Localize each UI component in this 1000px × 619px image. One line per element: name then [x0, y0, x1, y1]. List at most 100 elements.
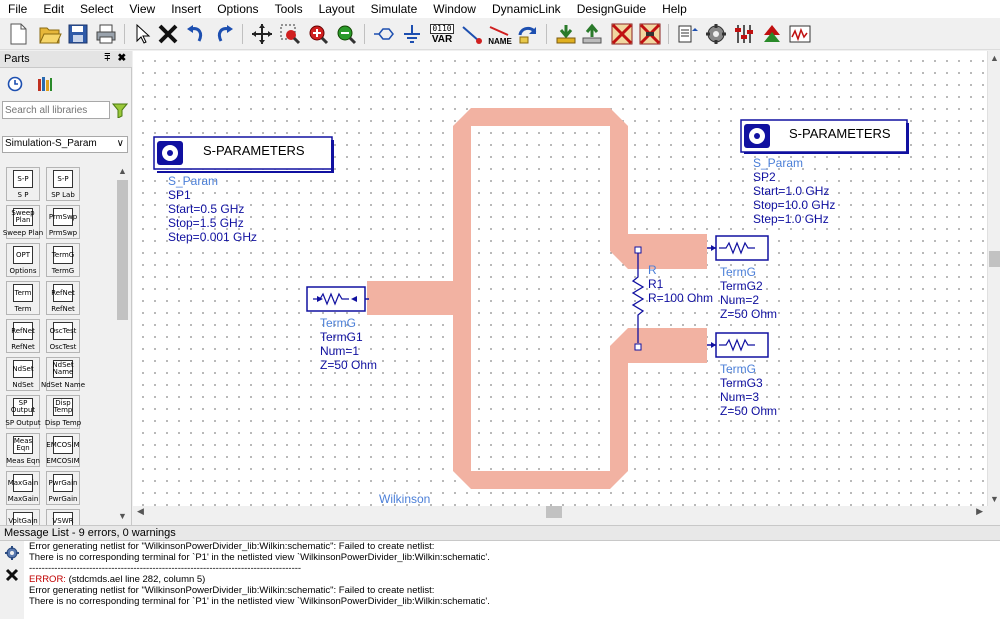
- parts-scrollbar[interactable]: ▲ ▼: [116, 166, 129, 521]
- palette-item-icon: S-P: [53, 170, 73, 188]
- refresh-icon[interactable]: [516, 22, 540, 46]
- canvas-horizontal-scroll-thumb[interactable]: [546, 506, 562, 518]
- redo-icon[interactable]: [212, 22, 236, 46]
- parts-panel-controls[interactable]: ⩱ ✖: [104, 52, 128, 64]
- library-select[interactable]: Simulation-S_Param ∨: [2, 136, 128, 153]
- filter-icon[interactable]: [111, 101, 129, 119]
- palette-item-icon: S-P: [13, 170, 33, 188]
- scroll-down-icon[interactable]: ▼: [990, 494, 999, 504]
- termg2-num: Num=2: [720, 293, 759, 307]
- zoom-area-icon[interactable]: [278, 22, 302, 46]
- palette-item-label: Disp Temp: [44, 419, 82, 427]
- zoom-out-icon[interactable]: [334, 22, 358, 46]
- resistor-r1[interactable]: R R1 R=100 Ohm: [631, 246, 713, 351]
- push-down-icon[interactable]: [554, 22, 578, 46]
- canvas-horizontal-scrollbar[interactable]: ◀ ▶: [133, 506, 987, 518]
- palette-item-icon: OscTest: [50, 322, 76, 340]
- menu-edit[interactable]: Edit: [43, 2, 65, 16]
- scroll-up-icon[interactable]: ▲: [990, 53, 999, 63]
- termg2-component[interactable]: TermG TermG2 Num=2 Z=50 Ohm: [707, 235, 777, 321]
- parts-panel: Parts ⩱ ✖ Simulation-S_Param ∨ S-PS PS-P…: [0, 51, 132, 543]
- save-icon[interactable]: [66, 22, 90, 46]
- clear-messages-icon[interactable]: [4, 567, 20, 586]
- scroll-left-icon[interactable]: ◀: [137, 506, 144, 516]
- menu-simulate[interactable]: Simulate: [370, 2, 418, 16]
- palette-item-label: MaxGain: [7, 495, 39, 503]
- port-icon[interactable]: [372, 22, 396, 46]
- open-icon[interactable]: [38, 22, 62, 46]
- menu-layout[interactable]: Layout: [318, 2, 355, 16]
- data-display-icon[interactable]: [788, 22, 812, 46]
- menu-dynamiclink[interactable]: DynamicLink: [491, 2, 561, 16]
- schematic-canvas[interactable]: S-PARAMETERS S_Param SP1 Start=0.5 GHz S…: [133, 51, 987, 506]
- menu-select[interactable]: Select: [80, 2, 114, 16]
- menu-options[interactable]: Options: [217, 2, 259, 16]
- library-browser-icon[interactable]: [36, 75, 54, 93]
- menu-designguide[interactable]: DesignGuide: [576, 2, 647, 16]
- deactivate-icon[interactable]: [610, 22, 634, 46]
- optimize-icon[interactable]: [760, 22, 784, 46]
- wilkinson-layout-trace[interactable]: [367, 108, 707, 489]
- menu-insert[interactable]: Insert: [171, 2, 202, 16]
- undo-icon[interactable]: [184, 22, 208, 46]
- netlist-icon[interactable]: [676, 22, 700, 46]
- menu-help[interactable]: Help: [662, 2, 687, 16]
- palette-item-label: S P: [17, 191, 29, 199]
- canvas-vertical-scroll-thumb[interactable]: [989, 251, 1000, 267]
- delete-icon[interactable]: [156, 22, 180, 46]
- palette-item[interactable]: S-P S P: [6, 167, 40, 201]
- print-icon[interactable]: [94, 22, 118, 46]
- zoom-in-icon[interactable]: [306, 22, 330, 46]
- termg3-component[interactable]: TermG TermG3 Num=3 Z=50 Ohm: [707, 332, 777, 418]
- termg1-z: Z=50 Ohm: [320, 358, 377, 372]
- wire-icon[interactable]: [460, 22, 484, 46]
- canvas-vertical-scrollbar[interactable]: ▲ ▼: [987, 51, 1000, 506]
- var-icon[interactable]: 0110 VAR: [430, 23, 454, 45]
- menu-file[interactable]: File: [8, 2, 28, 16]
- new-icon[interactable]: [6, 22, 30, 46]
- history-icon[interactable]: [6, 75, 24, 93]
- menu-tools[interactable]: Tools: [274, 2, 303, 16]
- name-icon[interactable]: NAME: [486, 22, 514, 46]
- scroll-down-icon[interactable]: ▼: [118, 511, 127, 521]
- resistor-value: R=100 Ohm: [648, 291, 713, 305]
- simulate-icon[interactable]: [704, 22, 728, 46]
- deactivate-short-icon[interactable]: [638, 22, 662, 46]
- pop-up-icon[interactable]: [580, 22, 604, 46]
- parts-scroll-thumb[interactable]: [117, 180, 128, 320]
- menu-bar: File Edit Select View Insert Options Too…: [0, 0, 1000, 18]
- parts-search-input[interactable]: [2, 101, 110, 119]
- palette-item-label: Sweep Plan: [2, 229, 44, 237]
- sparam-block-sp1[interactable]: S-PARAMETERS S_Param SP1 Start=0.5 GHz S…: [153, 136, 334, 244]
- tune-icon[interactable]: [732, 22, 756, 46]
- scroll-up-icon[interactable]: ▲: [118, 166, 127, 176]
- scroll-right-icon[interactable]: ▶: [976, 506, 983, 516]
- menu-window[interactable]: Window: [433, 2, 476, 16]
- move-icon[interactable]: [250, 22, 274, 46]
- sparam-block-sp2[interactable]: S-PARAMETERS S_Param SP2 Start=1.0 GHz S…: [740, 119, 909, 226]
- palette-item-label: PwrGain: [48, 495, 78, 503]
- ground-icon[interactable]: [400, 22, 424, 46]
- palette-item-icon: OPT: [13, 246, 33, 264]
- menu-view[interactable]: View: [129, 2, 156, 16]
- settings-gear-icon[interactable]: [4, 545, 20, 564]
- termg1-component[interactable]: TermG TermG1 Num=1 Z=50 Ohm: [306, 286, 377, 372]
- select-pointer-icon[interactable]: [130, 22, 154, 46]
